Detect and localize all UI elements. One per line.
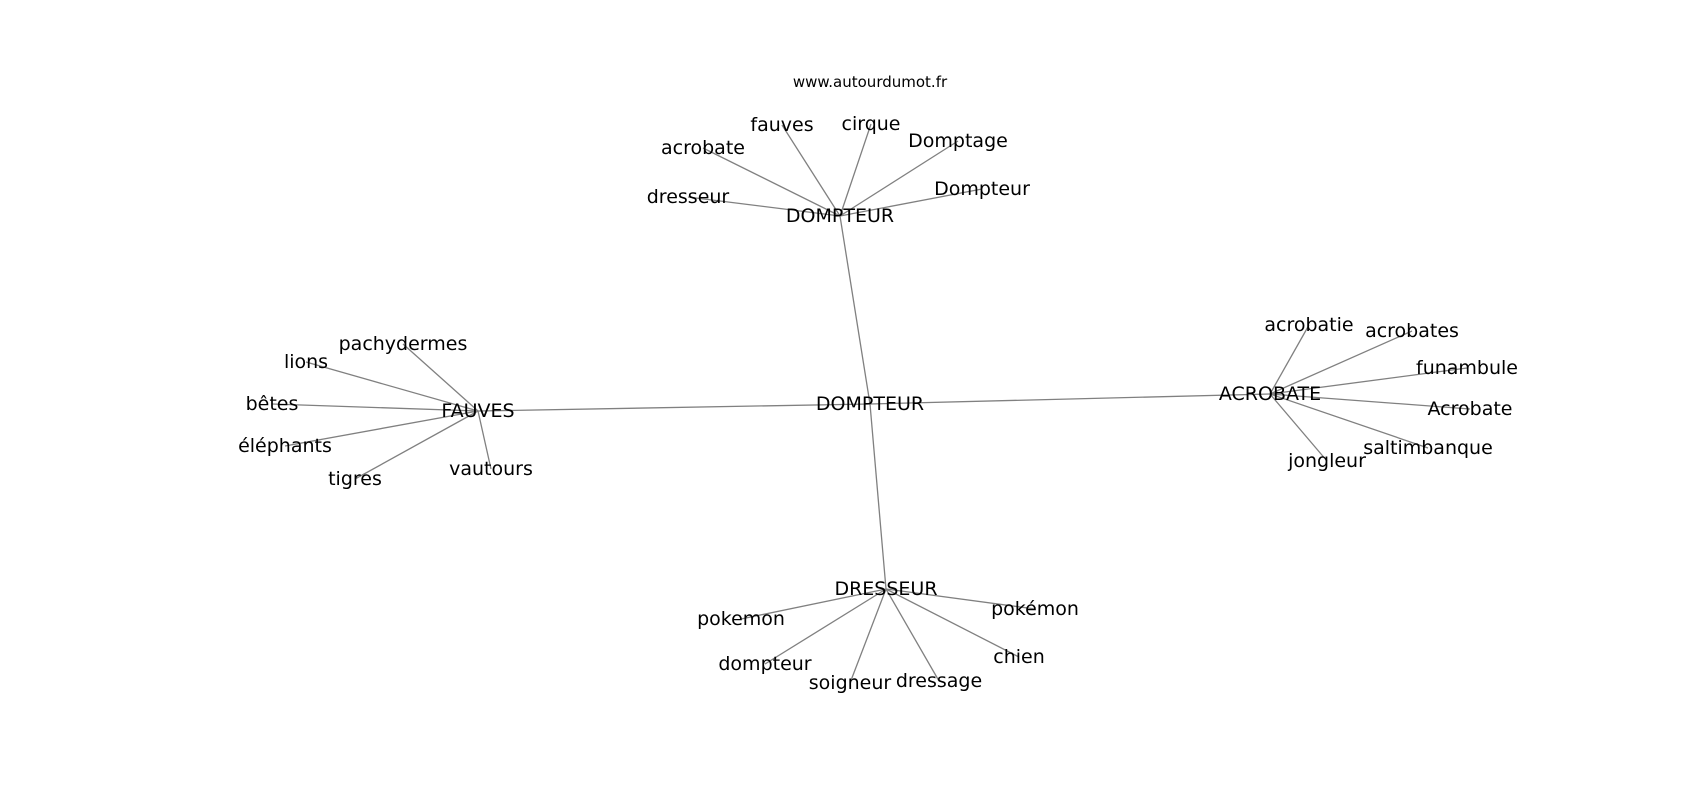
edge-center-dompteur <box>839 215 871 405</box>
node-betes: bêtes <box>246 393 299 415</box>
node-soigneur: soigneur <box>809 672 892 694</box>
edge-dompteur-dresseur <box>687 196 841 217</box>
edge-center-acrobate <box>869 393 1271 405</box>
edge-dresseur-pokemon2 <box>885 588 1036 610</box>
edge-acrobate-saltimbanque <box>1269 393 1429 449</box>
site-url: www.autourdumot.fr <box>793 73 948 91</box>
edge-fauves-lions <box>305 361 479 412</box>
edge-fauves-elephants <box>284 410 479 447</box>
edge-acrobate-acrobates <box>1269 330 1413 395</box>
edge-dresseur-chien <box>885 588 1020 658</box>
node-acrobate-variant: Acrobate <box>1428 398 1513 420</box>
node-acrobate: acrobate <box>661 137 745 159</box>
edge-dresseur-dressage <box>885 588 940 682</box>
node-dressage: dressage <box>896 670 982 692</box>
node-saltimbanque: saltimbanque <box>1363 437 1493 459</box>
edge-dompteur-fauves <box>781 124 841 217</box>
node-dresseur-hub: DRESSEUR <box>834 578 937 600</box>
edge-acrobate-acrobate-variant <box>1269 393 1471 410</box>
edge-dompteur-cirque <box>839 123 872 217</box>
edge-acrobate-funambule <box>1269 367 1468 395</box>
edge-dompteur-domptage <box>839 140 959 217</box>
graph-edges <box>271 123 1471 684</box>
node-dresseur: dresseur <box>647 186 730 208</box>
edge-fauves-betes <box>271 403 479 412</box>
edge-dompteur-dompteur-variant <box>839 188 983 217</box>
edge-dresseur-dompteur <box>764 588 887 665</box>
node-fauves-small: fauves <box>750 114 813 136</box>
node-domptage: Domptage <box>908 130 1008 152</box>
node-acrobatie: acrobatie <box>1264 314 1353 336</box>
node-pokemon-accent: pokémon <box>991 598 1079 620</box>
edge-fauves-pachydermes <box>402 343 479 412</box>
node-dompteur-small: dompteur <box>718 653 811 675</box>
node-cirque: cirque <box>842 113 901 135</box>
node-dompteur: DOMPTEUR <box>786 205 894 227</box>
edge-center-fauves <box>477 403 871 412</box>
edge-fauves-vautours <box>477 410 492 470</box>
edge-acrobate-acrobatie <box>1269 324 1310 395</box>
node-elephants: éléphants <box>238 435 332 457</box>
node-center-dompteur: DOMPTEUR <box>816 393 924 415</box>
node-fauves: FAUVES <box>441 400 514 422</box>
node-chien: chien <box>993 646 1045 668</box>
edge-dresseur-pokemon <box>740 588 887 620</box>
node-jongleur: jongleur <box>1287 450 1366 472</box>
node-dompteur-variant: Dompteur <box>934 178 1030 200</box>
node-vautours: vautours <box>449 458 533 480</box>
node-pachydermes: pachydermes <box>339 333 468 355</box>
node-acrobates: acrobates <box>1365 320 1459 342</box>
edge-dompteur-acrobate <box>702 147 841 217</box>
node-lions: lions <box>284 351 328 373</box>
node-acrobate-hub: ACROBATE <box>1219 383 1321 405</box>
node-tigres: tigres <box>328 468 382 490</box>
node-pokemon: pokemon <box>697 608 785 630</box>
graph-labels: www.autourdumot.fr DOMPTEUR DOMPTEUR FAU… <box>238 73 1518 694</box>
node-funambule: funambule <box>1416 357 1518 379</box>
edge-acrobate-jongleur <box>1269 393 1328 462</box>
edge-fauves-tigres <box>354 410 479 480</box>
edge-dresseur-soigneur <box>849 588 887 684</box>
edge-center-dresseur <box>869 403 887 590</box>
